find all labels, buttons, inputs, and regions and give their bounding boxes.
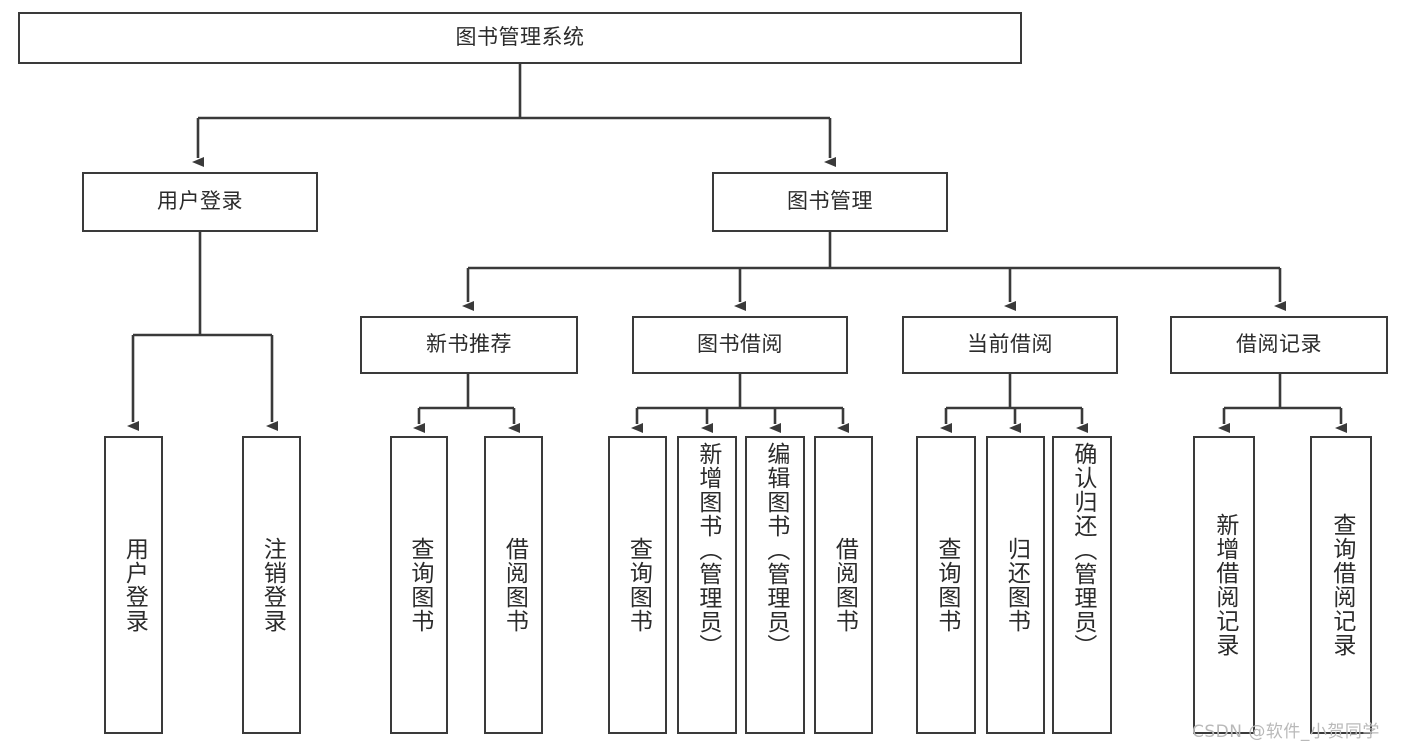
node-new-book-rec-label: 新书推荐 — [426, 332, 512, 357]
node-leaf-confirm-return-label: 确认归还（管理员） — [1069, 442, 1096, 658]
node-new-book-rec[interactable]: 新书推荐 — [360, 316, 578, 374]
node-leaf-borrow-book-2-label: 借阅图书 — [831, 537, 858, 633]
node-book-manage[interactable]: 图书管理 — [712, 172, 948, 232]
node-leaf-edit-book[interactable]: 编辑图书（管理员） — [745, 436, 805, 734]
node-leaf-query-book-2[interactable]: 查询图书 — [608, 436, 667, 734]
node-leaf-return-book[interactable]: 归还图书 — [986, 436, 1045, 734]
watermark-text: CSDN @软件_小贺同学 — [1192, 722, 1380, 742]
node-leaf-borrow-book-1[interactable]: 借阅图书 — [484, 436, 543, 734]
node-leaf-query-record-label: 查询借阅记录 — [1328, 513, 1355, 657]
node-leaf-confirm-return[interactable]: 确认归还（管理员） — [1052, 436, 1112, 734]
node-leaf-user-logout-label: 注销登录 — [259, 537, 286, 633]
node-root-label: 图书管理系统 — [455, 25, 585, 50]
node-current-borrow[interactable]: 当前借阅 — [902, 316, 1118, 374]
node-root[interactable]: 图书管理系统 — [18, 12, 1022, 64]
node-book-borrow-label: 图书借阅 — [697, 332, 783, 357]
node-leaf-query-book-2-label: 查询图书 — [625, 537, 652, 633]
node-user-login[interactable]: 用户登录 — [82, 172, 318, 232]
node-borrow-record-label: 借阅记录 — [1236, 332, 1322, 357]
node-leaf-add-book-label: 新增图书（管理员） — [694, 442, 721, 658]
node-leaf-user-login[interactable]: 用户登录 — [104, 436, 163, 734]
node-book-borrow[interactable]: 图书借阅 — [632, 316, 848, 374]
node-borrow-record[interactable]: 借阅记录 — [1170, 316, 1388, 374]
node-current-borrow-label: 当前借阅 — [967, 332, 1053, 357]
node-leaf-query-book-3-label: 查询图书 — [933, 537, 960, 633]
node-leaf-edit-book-label: 编辑图书（管理员） — [762, 442, 789, 658]
node-leaf-add-record[interactable]: 新增借阅记录 — [1193, 436, 1255, 734]
node-leaf-borrow-book-2[interactable]: 借阅图书 — [814, 436, 873, 734]
node-leaf-add-book[interactable]: 新增图书（管理员） — [677, 436, 737, 734]
node-leaf-borrow-book-1-label: 借阅图书 — [501, 537, 528, 633]
node-user-login-label: 用户登录 — [157, 189, 243, 214]
node-leaf-query-book-1[interactable]: 查询图书 — [390, 436, 448, 734]
node-leaf-user-login-label: 用户登录 — [121, 537, 148, 633]
node-leaf-add-record-label: 新增借阅记录 — [1211, 513, 1238, 657]
node-leaf-query-book-3[interactable]: 查询图书 — [916, 436, 976, 734]
node-leaf-return-book-label: 归还图书 — [1003, 537, 1030, 633]
node-book-manage-label: 图书管理 — [787, 189, 873, 214]
node-leaf-query-book-1-label: 查询图书 — [406, 537, 433, 633]
node-leaf-query-record[interactable]: 查询借阅记录 — [1310, 436, 1372, 734]
node-leaf-user-logout[interactable]: 注销登录 — [242, 436, 301, 734]
